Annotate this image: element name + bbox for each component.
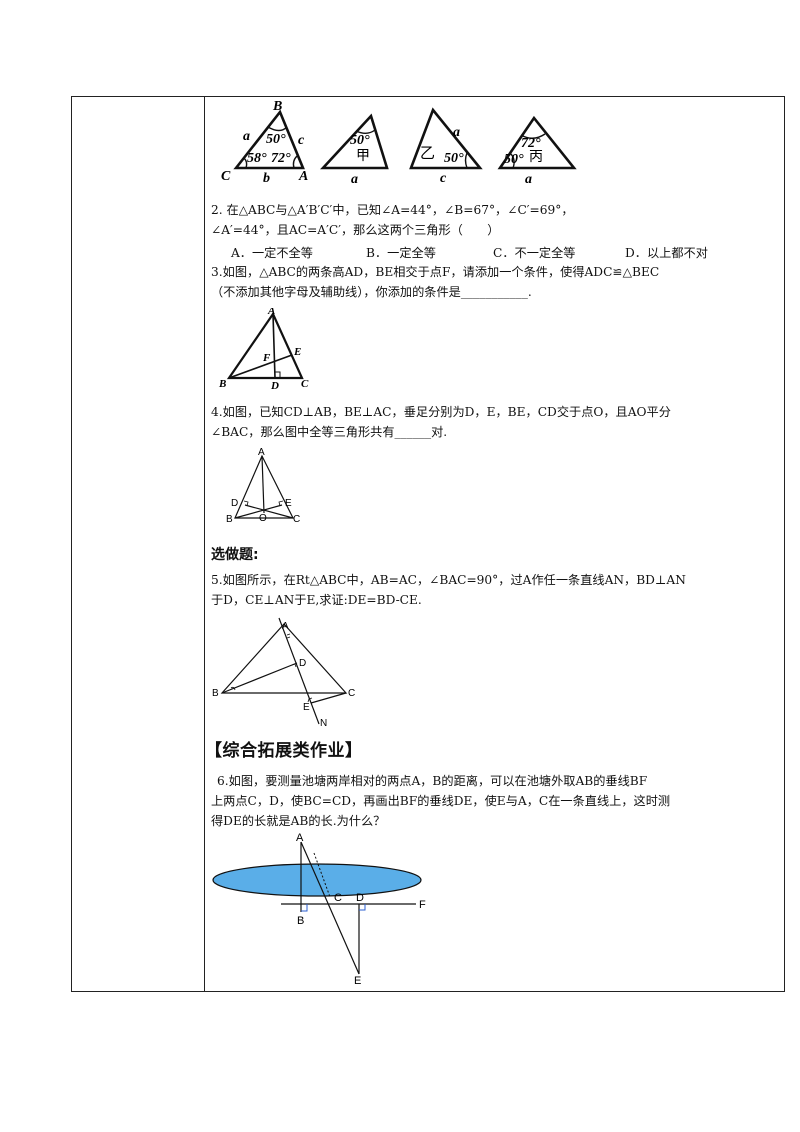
vertex-label-a: A — [298, 169, 308, 184]
side-label-b: b — [263, 171, 270, 186]
base-label: c — [440, 171, 447, 186]
q4-line2: ∠BAC，那么图中全等三角形共有______对. — [211, 425, 448, 439]
q6-label-c: C — [334, 892, 342, 904]
triangle-name-yi: 乙 — [420, 146, 435, 162]
q3-label-d: D — [270, 380, 279, 390]
q2-line1: 2. 在△ABC与△A′B′C′中，已知∠A=44°，∠B=67°，∠C′=69… — [211, 203, 574, 217]
column-divider — [204, 96, 205, 992]
q6-line1: 6.如图，要测量池塘两岸相对的两点A，B的距离，可以在池塘外取AB的垂线BF — [217, 774, 648, 788]
q4-line1: 4.如图，已知CD⊥AB，BE⊥AC，垂足分别为D，E，BE，CD交于点O，且A… — [211, 405, 671, 419]
side-label: a — [453, 125, 460, 140]
triangle-name-jia: 甲 — [356, 149, 370, 164]
q4-label-d: D — [231, 498, 238, 509]
side-label-c: c — [298, 133, 305, 148]
q3-label-f: F — [262, 352, 271, 364]
q2-option-d: D．以上都不对 — [625, 246, 708, 260]
angle-label: 50° — [444, 151, 464, 166]
q6-label-e: E — [354, 975, 361, 987]
triangle-bing: 72° 50° 丙 a — [497, 115, 577, 186]
base-label: a — [351, 172, 358, 186]
triangle-name-bing: 丙 — [529, 150, 543, 165]
q6-label-f: F — [419, 899, 426, 911]
pond — [212, 863, 422, 897]
angle-label: 50° — [350, 133, 370, 148]
q4-label-a: A — [258, 447, 265, 458]
q4-figure: A D E B O C — [226, 447, 300, 525]
q2-option-c: C．不一定全等 — [493, 246, 576, 260]
q4-label-b: B — [226, 514, 233, 525]
q6-label-b: B — [297, 915, 304, 927]
angle-label-left: 50° — [504, 152, 524, 167]
triangle-jia: 50° 甲 a — [320, 113, 389, 186]
q6-line3: 得DE的长就是AB的长.为什么？ — [211, 814, 386, 828]
triangle-yi: a 乙 50° c — [409, 107, 483, 186]
q6-label-d: D — [356, 892, 364, 904]
q2-line2: ∠A′=44°，且AC=A′C′，那么这两个三角形（ ） — [211, 223, 500, 237]
extension-heading: 【综合拓展类作业】 — [205, 741, 363, 761]
q6-figure: A C D F B E — [212, 832, 426, 987]
vertex-label-c: C — [221, 169, 231, 184]
q3-label-c: C — [301, 378, 309, 390]
side-label-a: a — [243, 129, 250, 144]
q5-label-e: E — [303, 702, 310, 713]
table-frame — [71, 96, 785, 992]
q4-label-c: C — [293, 514, 300, 525]
q3-label-e: E — [293, 346, 301, 358]
q5-label-n: N — [320, 718, 327, 729]
q5-label-d: D — [299, 658, 306, 669]
q3-label-b: B — [218, 378, 226, 390]
angle-label-left: 58° — [247, 151, 267, 166]
q5-line2: 于D，CE⊥AN于E,求证:DE=BD-CE. — [211, 593, 422, 607]
q4-label-e: E — [285, 498, 292, 509]
vertex-label-b: B — [272, 100, 282, 114]
q5-label-c: C — [348, 688, 355, 699]
q3-figure: A E F B D C — [218, 308, 309, 390]
triangles-figure: B a c 50° 58° 72° C b A 50° 甲 a a 乙 50° … — [221, 100, 577, 186]
q3-line2: （不添加其他字母及辅助线），你添加的条件是___________. — [211, 285, 532, 299]
q5-label-b: B — [212, 688, 219, 699]
base-label: a — [525, 172, 532, 186]
q5-line1: 5.如图所示，在Rt△ABC中，AB=AC，∠BAC=90°，过A作任一条直线A… — [211, 573, 686, 587]
angle-label-right: 72° — [271, 151, 291, 166]
angle-label-top: 50° — [266, 132, 286, 147]
q3-line1: 3.如图，△ABC的两条高AD，BE相交于点F，请添加一个条件，使得ADC≌△B… — [211, 265, 660, 279]
optional-heading: 选做题: — [211, 547, 259, 563]
q5-figure: A D B C E N — [212, 617, 355, 729]
q6-line2: 上两点C，D，使BC=CD，再画出BF的垂线DE，使E与A，C在一条直线上，这时… — [211, 794, 671, 808]
q3-label-a: A — [267, 308, 275, 317]
q2-option-a: A．一定不全等 — [231, 246, 313, 260]
q2-option-b: B．一定全等 — [366, 246, 436, 260]
angle-label-top: 72° — [521, 136, 541, 151]
q4-label-o: O — [259, 513, 267, 524]
q6-label-a: A — [296, 832, 304, 844]
triangle-abc: B a c 50° 58° 72° C b A — [221, 100, 308, 186]
q5-label-a: A — [282, 621, 289, 632]
